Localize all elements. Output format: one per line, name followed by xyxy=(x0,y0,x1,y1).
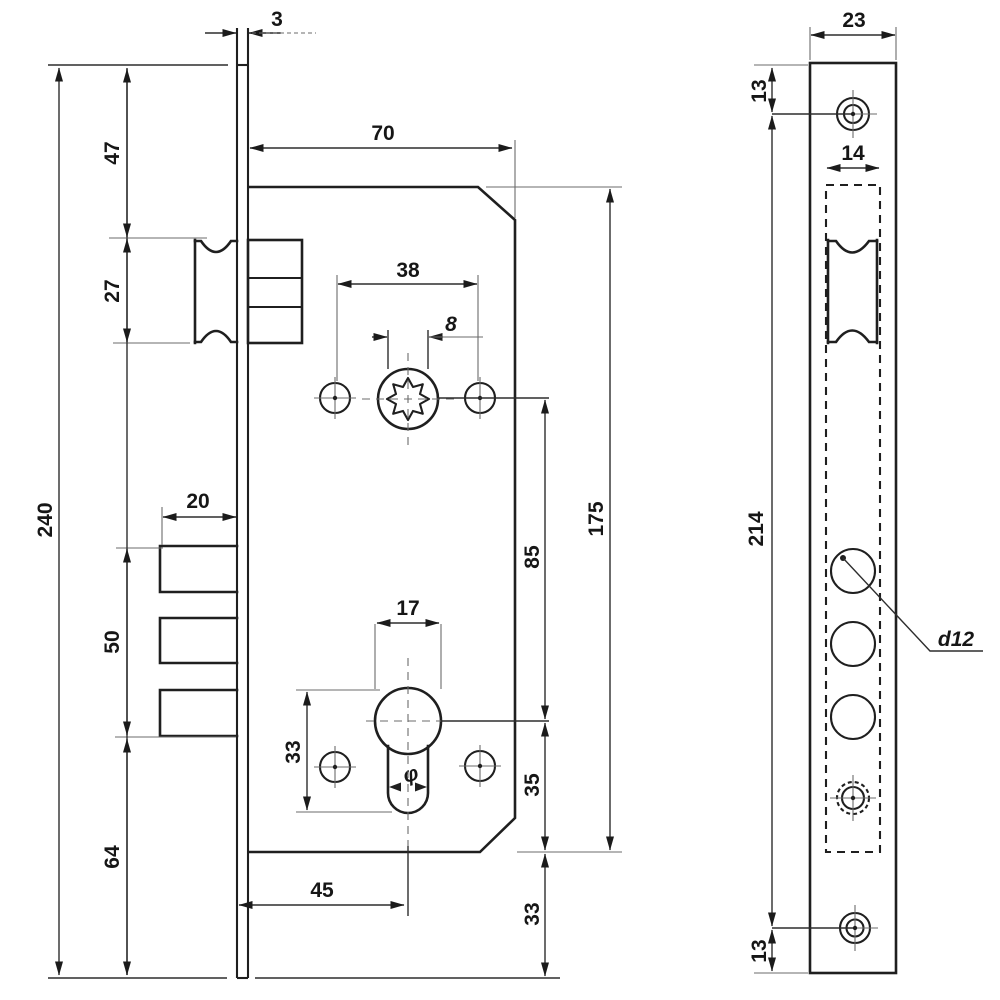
dim-label-27: 27 xyxy=(101,279,124,302)
dim-label-13-bottom: 13 xyxy=(748,939,771,962)
faceplate-front xyxy=(808,61,898,975)
dim-deadbolt-throw: 20 xyxy=(162,490,237,521)
dim-label-33-cylinder: 33 xyxy=(282,740,305,763)
dim-label-85: 85 xyxy=(521,545,544,569)
dim-label-45: 45 xyxy=(310,879,334,902)
deadbolt-teeth xyxy=(158,544,239,738)
dim-label-240: 240 xyxy=(34,502,57,537)
star-follower-hole xyxy=(385,376,431,422)
dim-backset: 45 xyxy=(238,879,405,909)
dim-label-70: 70 xyxy=(371,122,394,145)
dim-plate-width: 23 xyxy=(810,9,896,39)
faceplate-cutout-dashed xyxy=(824,183,882,854)
dim-screw-spacing: 214 xyxy=(745,115,776,927)
dim-label-175: 175 xyxy=(585,501,608,536)
cylinder-hole: φ xyxy=(314,658,501,916)
dim-chain-right: 85 35 33 xyxy=(521,399,549,977)
dim-body-height: 175 xyxy=(585,188,614,851)
dim-label-14: 14 xyxy=(841,142,865,165)
left-view: φ xyxy=(34,8,622,980)
threaded-screw-hole xyxy=(830,775,876,821)
right-view: d12 23 xyxy=(745,9,983,975)
dim-label-17: 17 xyxy=(396,597,419,620)
dim-cylinder-profile-height: 33 xyxy=(282,691,311,811)
dim-spindle-square: 8 xyxy=(372,313,483,341)
dim-label-33-bottom: 33 xyxy=(521,902,544,925)
dim-body-width: 70 xyxy=(249,122,513,152)
dim-top-screw-offset: 13 xyxy=(748,67,776,113)
dim-label-214: 214 xyxy=(745,511,768,546)
dim-faceplate-thickness: 3 xyxy=(205,8,316,37)
dim-label-64: 64 xyxy=(101,845,124,869)
d12-leader: d12 xyxy=(840,555,983,652)
keyway-phi-label: φ xyxy=(401,762,421,788)
latch-bolt-front xyxy=(826,238,879,345)
faceplate-edge xyxy=(235,28,250,980)
dim-chain-left: 47 27 50 64 xyxy=(101,68,131,976)
extension-lines-left xyxy=(48,64,622,979)
dim-bottom-screw-offset: 13 xyxy=(748,929,776,972)
dim-label-50: 50 xyxy=(101,630,124,653)
handle-follower-group xyxy=(314,353,501,445)
dim-label-35: 35 xyxy=(521,773,544,797)
dim-label-13-top: 13 xyxy=(748,79,771,102)
dim-label-d12: d12 xyxy=(938,628,975,651)
dim-label-23: 23 xyxy=(842,9,865,32)
dim-label-47: 47 xyxy=(101,141,124,164)
extension-lines-right xyxy=(754,27,897,974)
dim-label-8: 8 xyxy=(445,313,457,336)
dim-label-3: 3 xyxy=(271,8,283,31)
dim-label-20: 20 xyxy=(186,490,209,513)
dim-cylinder-diameter: 17 xyxy=(376,597,440,627)
lock-body-outline xyxy=(247,185,517,854)
dim-cutout-width: 14 xyxy=(826,142,880,172)
latch-bolt xyxy=(193,238,304,345)
dim-plate-length: 240 xyxy=(34,67,63,976)
deadbolt-holes xyxy=(829,547,877,741)
dim-handle-screw-spacing: 38 xyxy=(337,259,478,288)
dim-label-38: 38 xyxy=(396,259,420,282)
